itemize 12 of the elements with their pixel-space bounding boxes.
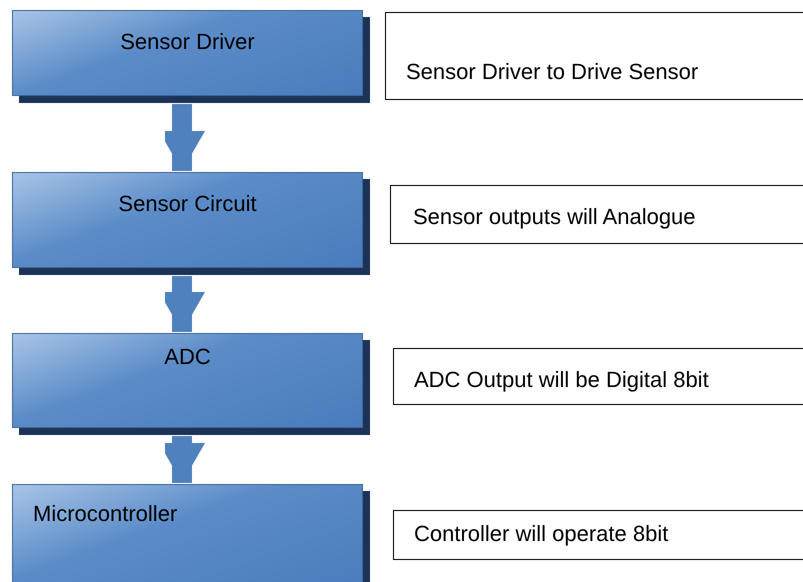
box-label: Sensor Circuit bbox=[117, 191, 258, 217]
box-label: Sensor Driver bbox=[119, 29, 256, 55]
note-text: Sensor outputs will Analogue bbox=[413, 204, 696, 230]
note-text: Controller will operate 8bit bbox=[414, 521, 668, 547]
note-text: Sensor Driver to Drive Sensor bbox=[406, 59, 698, 85]
note-box bbox=[390, 185, 803, 244]
box-label: Microcontroller bbox=[33, 501, 178, 527]
box-label: ADC bbox=[163, 344, 212, 370]
note-box bbox=[393, 510, 803, 560]
note-box bbox=[385, 12, 803, 100]
note-text: ADC Output will be Digital 8bit bbox=[414, 367, 709, 393]
note-box bbox=[393, 348, 803, 405]
